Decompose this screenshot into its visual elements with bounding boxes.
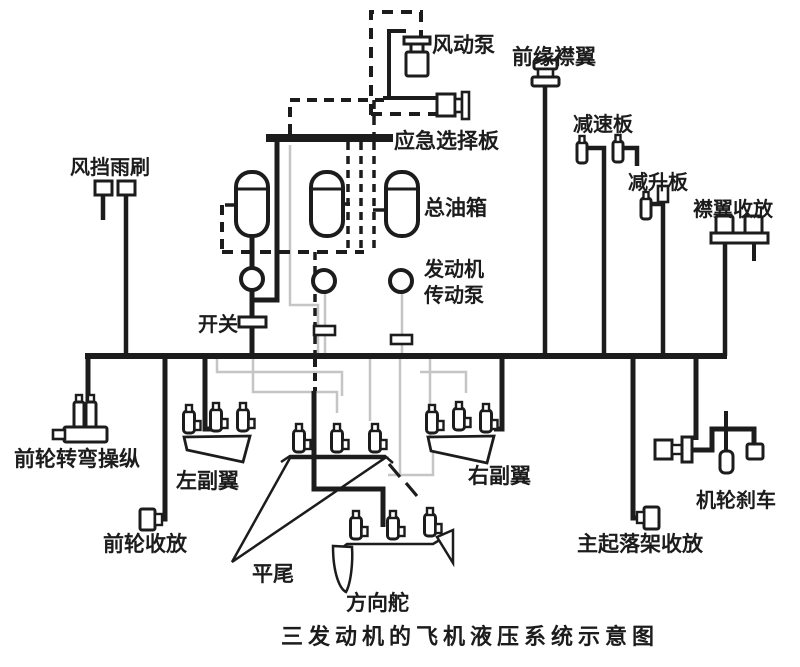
accumulator-1	[234, 170, 270, 238]
right-aileron-actuators	[425, 400, 499, 435]
left-aileron-actuators	[182, 401, 256, 435]
engine-pump-2	[311, 268, 337, 294]
engine-pump-circles	[239, 266, 414, 294]
main-gear-symbol	[635, 505, 661, 531]
label-wheel-brake: 机轮刹车	[696, 488, 776, 512]
wind-pump-symbol	[402, 35, 432, 78]
rudder-actuators	[349, 506, 443, 541]
emergency-dashed-lines	[220, 10, 437, 498]
label-windshield-wiper: 风挡雨刷	[70, 155, 150, 179]
leading-edge-flap-valve	[530, 58, 561, 88]
label-engine-pump-line1: 发动机	[423, 257, 484, 281]
label-main-gear-retraction: 主起落架收放	[577, 531, 704, 556]
label-rudder: 方向舵	[346, 590, 409, 615]
nose-steering-symbol	[51, 393, 109, 444]
label-main-oil-tank: 总油箱	[424, 195, 487, 220]
windshield-wiper-symbol	[93, 179, 137, 197]
engine-pump-3	[388, 268, 414, 294]
label-nose-gear-retraction: 前轮收放	[103, 531, 188, 556]
label-wind-pump: 风动泵	[432, 32, 495, 57]
switch-symbol	[237, 315, 268, 329]
hydraulic-lines	[85, 29, 757, 552]
lift-dump-symbol	[639, 184, 670, 221]
pump-drain-ports	[312, 324, 414, 346]
label-left-aileron: 左副翼	[176, 468, 239, 493]
flap-retraction-symbol	[709, 214, 770, 245]
label-switch: 开关	[198, 312, 238, 336]
label-flap-retraction: 襟翼收放	[693, 197, 774, 221]
horizontal-tail-surface	[230, 456, 390, 564]
label-nose-wheel-steering: 前轮转弯操纵	[14, 446, 140, 471]
left-aileron-surface	[182, 434, 252, 464]
rudder-surface	[331, 528, 455, 594]
label-speed-brake: 减速板	[573, 112, 634, 136]
label-right-aileron: 右副翼	[468, 463, 531, 488]
wheel-brake-symbol	[653, 435, 765, 475]
engine-pump-1	[239, 266, 265, 292]
accumulator-vessels	[234, 170, 420, 238]
label-emergency-selector: 应急选择板	[394, 128, 500, 153]
label-engine-pump-line2: 传动泵	[423, 283, 484, 307]
diagram-caption: 三发动机的飞机液压系统示意图	[281, 624, 659, 650]
right-aileron-surface	[426, 434, 496, 465]
nose-gear-symbol	[138, 507, 164, 532]
emergency-selector-symbol	[435, 90, 471, 121]
horizontal-tail-actuators	[292, 422, 388, 454]
tank-plate	[266, 134, 393, 142]
accumulator-2	[309, 170, 345, 238]
label-leading-edge-flap: 前缘襟翼	[512, 44, 596, 69]
label-horizontal-tail: 平尾	[252, 561, 294, 586]
accumulator-3	[384, 170, 420, 238]
label-lift-dump: 减升板	[628, 170, 689, 194]
